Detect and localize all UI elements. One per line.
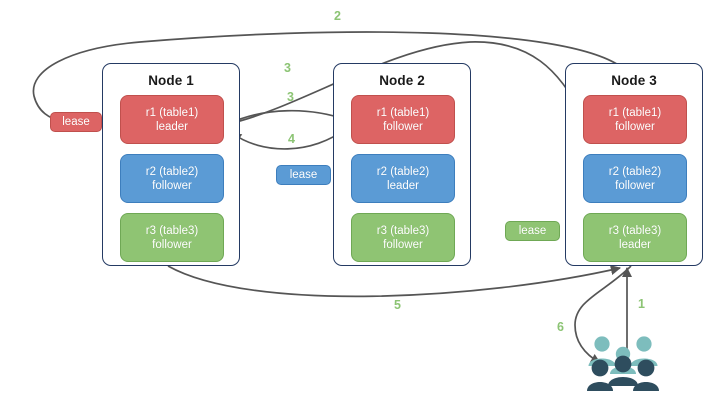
lease-chip-r3[interactable]: lease (505, 221, 560, 241)
step-label-6: 6 (557, 320, 564, 334)
node-2-title: Node 2 (379, 73, 425, 88)
node-2-replica-r2[interactable]: r2 (table2) leader (351, 154, 455, 203)
lease-chip-r2[interactable]: lease (276, 165, 331, 185)
step-label-3-long: 3 (284, 61, 291, 75)
node-2-replica-r1-name: r1 (table1) (376, 106, 430, 119)
node-3-replica-r3-name: r3 (table3) (608, 224, 662, 237)
node-1-replica-r2-role: follower (152, 179, 192, 192)
node-1-container[interactable]: Node 1 r1 (table1) leader r2 (table2) fo… (102, 63, 240, 266)
arrow-step-3-short (227, 109, 348, 125)
lease-chip-r1[interactable]: lease (50, 112, 102, 132)
step-label-1: 1 (638, 297, 645, 311)
node-1-replica-r3-role: follower (152, 238, 192, 251)
node-2-replica-r3-role: follower (383, 238, 423, 251)
node-2-container[interactable]: Node 2 r1 (table1) follower r2 (table2) … (333, 63, 471, 266)
node-2-replica-r1-role: follower (383, 120, 423, 133)
node-3-replica-r1-name: r1 (table1) (608, 106, 662, 119)
node-2-replica-r3-name: r3 (table3) (376, 224, 430, 237)
step-label-5: 5 (394, 298, 401, 312)
node-1-replica-r2[interactable]: r2 (table2) follower (120, 154, 224, 203)
node-2-replica-r2-name: r2 (table2) (376, 165, 430, 178)
node-3-replica-r3-role: leader (619, 238, 651, 251)
node-3-replica-r2-name: r2 (table2) (608, 165, 662, 178)
arrow-step-5 (167, 265, 621, 298)
node-1-title: Node 1 (148, 73, 194, 88)
node-3-replica-r1[interactable]: r1 (table1) follower (583, 95, 687, 144)
node-3-replica-r1-role: follower (615, 120, 655, 133)
node-1-replica-r1-role: leader (156, 120, 188, 133)
node-3-container[interactable]: Node 3 r1 (table1) follower r2 (table2) … (565, 63, 703, 266)
node-3-replica-r2[interactable]: r2 (table2) follower (583, 154, 687, 203)
node-3-title: Node 3 (611, 73, 657, 88)
node-2-replica-r1[interactable]: r1 (table1) follower (351, 95, 455, 144)
step-label-4: 4 (288, 132, 295, 146)
step-label-2: 2 (334, 9, 341, 23)
node-1-replica-r3-name: r3 (table3) (145, 224, 199, 237)
node-1-replica-r3[interactable]: r3 (table3) follower (120, 213, 224, 262)
step-label-3-short: 3 (287, 90, 294, 104)
users-icon (587, 336, 659, 391)
node-3-replica-r3[interactable]: r3 (table3) leader (583, 213, 687, 262)
node-2-replica-r3[interactable]: r3 (table3) follower (351, 213, 455, 262)
node-3-replica-r2-role: follower (615, 179, 655, 192)
node-1-replica-r2-name: r2 (table2) (145, 165, 199, 178)
node-2-replica-r2-role: leader (387, 179, 419, 192)
node-1-replica-r1[interactable]: r1 (table1) leader (120, 95, 224, 144)
node-1-replica-r1-name: r1 (table1) (145, 106, 199, 119)
